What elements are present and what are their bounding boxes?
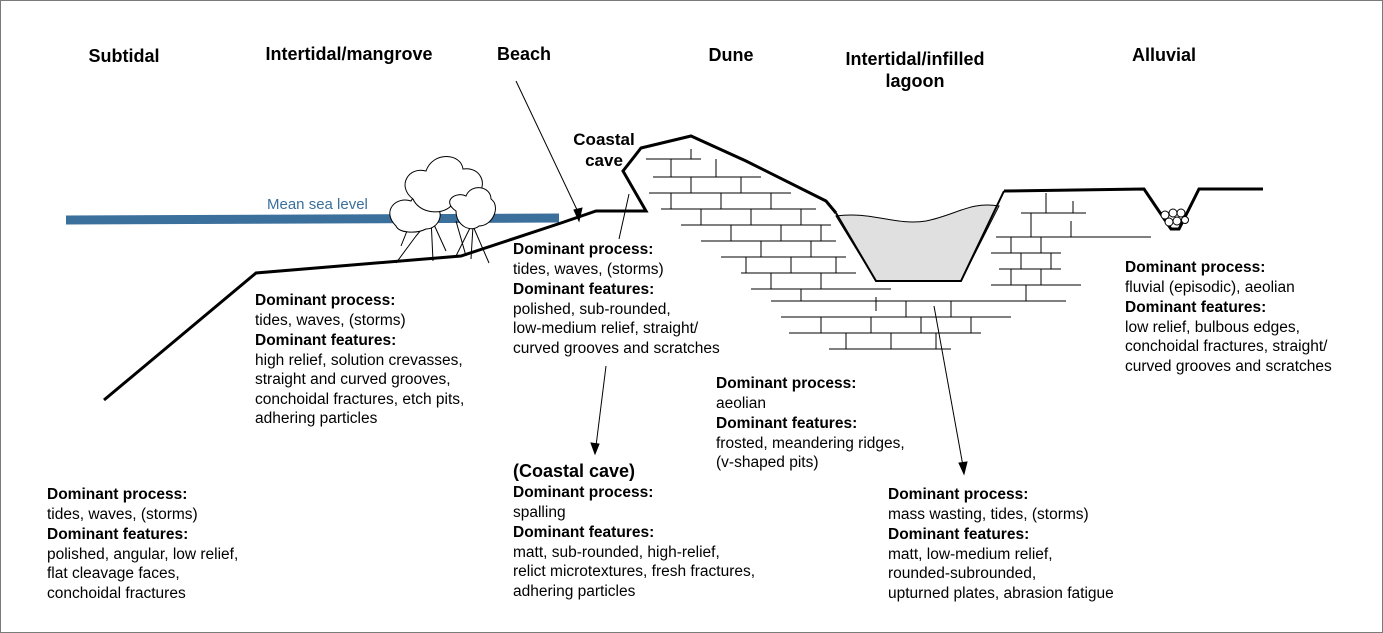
- ground-profile: [103, 134, 838, 402]
- dune-description: Dominant process: aeolian Dominant featu…: [716, 374, 905, 473]
- lagoon-description: Dominant process: mass wasting, tides, (…: [888, 485, 1114, 603]
- zone-title-intertidal-lagoon: Intertidal/infilled lagoon: [845, 49, 985, 91]
- mangrove-description: Dominant process: tides, waves, (storms)…: [255, 291, 464, 429]
- coastal-cave-description: (Coastal cave) Dominant process: spallin…: [513, 459, 755, 601]
- process-text: tides, waves, (storms): [255, 311, 406, 329]
- features-text: high relief, solution crevasses,: [255, 351, 463, 369]
- features-heading: Dominant features:: [255, 332, 397, 349]
- lagoon-rock-pattern: [991, 193, 1151, 302]
- features-text: low relief, bulbous edges,: [1125, 318, 1300, 336]
- lagoon-basin-outline: [835, 190, 1005, 282]
- process-text: aeolian: [716, 394, 766, 412]
- process-text: spalling: [513, 503, 566, 521]
- features-heading: Dominant features:: [513, 524, 655, 541]
- process-text: tides, waves, (storms): [47, 505, 198, 523]
- channel-gravel: [1160, 208, 1189, 227]
- features-text: adhering particles: [255, 410, 378, 427]
- process-text: mass wasting, tides, (storms): [888, 505, 1089, 523]
- features-heading: Dominant features:: [47, 526, 189, 543]
- beach-description: Dominant process: tides, waves, (storms)…: [513, 240, 720, 358]
- process-heading: Dominant process:: [513, 484, 654, 501]
- features-text: matt, low-medium relief,: [888, 545, 1053, 563]
- features-text: curved grooves and scratches: [1125, 357, 1332, 375]
- lagoon-infill: [835, 204, 1000, 282]
- features-text: conchoidal fractures, etch pits,: [255, 390, 465, 408]
- process-text: fluvial (episodic), aeolian: [1125, 278, 1295, 296]
- mangrove-tree-icon: [389, 156, 496, 264]
- alluvial-profile: [1003, 187, 1263, 231]
- features-heading: Dominant features:: [888, 526, 1030, 543]
- coastal-cave-label: Coastal cave: [573, 130, 635, 170]
- process-heading: Dominant process:: [513, 241, 654, 258]
- features-text: relict microtextures, fresh fractures,: [513, 563, 756, 580]
- features-text: polished, angular, low relief,: [47, 545, 239, 563]
- zone-title-subtidal: Subtidal: [88, 46, 160, 66]
- features-heading: Dominant features:: [1125, 299, 1267, 316]
- zone-title-intertidal-mangrove: Intertidal/mangrove: [265, 44, 433, 64]
- dune-rock-pattern: [646, 149, 1011, 350]
- process-heading: Dominant process:: [716, 375, 857, 392]
- features-text: frosted, meandering ridges,: [716, 434, 905, 452]
- features-text: upturned plates, abrasion fatigue: [888, 584, 1114, 602]
- features-text: matt, sub-rounded, high-relief,: [513, 543, 720, 561]
- features-text: polished, sub-rounded,: [513, 300, 671, 318]
- zone-title-dune: Dune: [708, 45, 754, 65]
- features-text: conchoidal fractures: [47, 584, 186, 602]
- mean-sea-level-label: Mean sea level: [267, 196, 368, 213]
- subtidal-description: Dominant process: tides, waves, (storms)…: [47, 485, 238, 603]
- pointer-arrows: [515, 80, 968, 476]
- process-heading: Dominant process:: [1125, 259, 1266, 276]
- features-text: (v-shaped pits): [716, 454, 819, 471]
- zone-title-alluvial: Alluvial: [1131, 45, 1197, 65]
- features-heading: Dominant features:: [716, 415, 858, 432]
- alluvial-description: Dominant process: fluvial (episodic), ae…: [1125, 258, 1332, 376]
- features-text: conchoidal fractures, straight/: [1125, 338, 1328, 355]
- zone-title-beach: Beach: [496, 44, 552, 64]
- features-text: adhering particles: [513, 582, 636, 600]
- process-heading: Dominant process:: [888, 486, 1029, 503]
- features-heading: Dominant features:: [513, 281, 655, 298]
- cave-block-title: (Coastal cave): [513, 461, 636, 481]
- process-heading: Dominant process:: [255, 292, 396, 309]
- process-heading: Dominant process:: [47, 486, 188, 503]
- features-text: curved grooves and scratches: [513, 339, 720, 357]
- features-text: rounded-subrounded,: [888, 565, 1037, 582]
- features-text: flat cleavage faces,: [47, 565, 180, 582]
- features-text: low-medium relief, straight/: [513, 320, 699, 337]
- features-text: straight and curved grooves,: [255, 371, 451, 388]
- process-text: tides, waves, (storms): [513, 260, 664, 278]
